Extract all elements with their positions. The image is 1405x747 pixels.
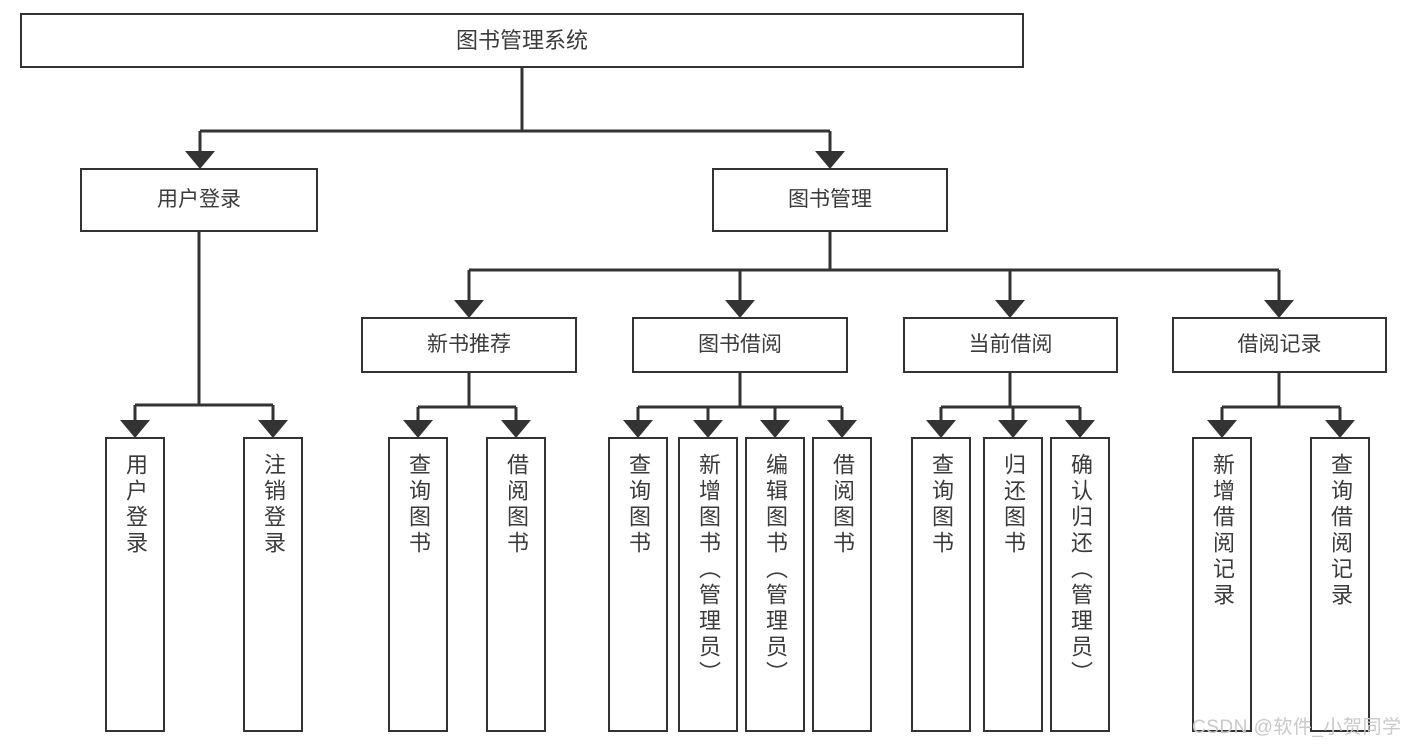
node-label: 查询图书 — [929, 453, 954, 557]
node-level1-user-login[interactable]: 用户登录 — [80, 168, 318, 232]
node-leaf-query-book-borrow[interactable]: 查询图书 — [608, 437, 668, 732]
node-level2-book-borrow[interactable]: 图书借阅 — [632, 317, 848, 373]
node-leaf-query-book-current[interactable]: 查询图书 — [911, 437, 971, 732]
node-label: 图书借阅 — [698, 332, 782, 356]
node-label: 新增图书（管理员） — [696, 453, 721, 687]
node-label: 新书推荐 — [427, 332, 511, 356]
node-leaf-borrow-book[interactable]: 借阅图书 — [812, 437, 872, 732]
node-label: 用户登录 — [157, 187, 241, 211]
node-leaf-add-borrow-record[interactable]: 新增借阅记录 — [1192, 437, 1252, 732]
node-label: 图书管理系统 — [455, 27, 588, 53]
node-leaf-user-login[interactable]: 用户登录 — [105, 437, 165, 732]
node-label: 用户登录 — [123, 453, 148, 557]
node-label: 借阅图书 — [830, 453, 855, 557]
node-label: 确认归还（管理员） — [1068, 453, 1093, 687]
node-label: 注销登录 — [261, 453, 286, 557]
node-leaf-return-book[interactable]: 归还图书 — [983, 437, 1043, 732]
node-label: 新增借阅记录 — [1210, 453, 1235, 609]
node-label: 查询图书 — [406, 453, 431, 557]
node-label: 图书管理 — [788, 187, 872, 211]
node-label: 借阅记录 — [1237, 332, 1322, 356]
node-label: 当前借阅 — [968, 332, 1053, 356]
node-label: 查询借阅记录 — [1328, 453, 1353, 609]
node-label: 借阅图书 — [504, 453, 529, 557]
node-leaf-confirm-return-admin[interactable]: 确认归还（管理员） — [1050, 437, 1110, 732]
node-label: 归还图书 — [1001, 453, 1026, 557]
node-leaf-logout[interactable]: 注销登录 — [243, 437, 303, 732]
node-leaf-query-book-recommend[interactable]: 查询图书 — [388, 437, 448, 732]
csdn-watermark: CSDN @软件_小贺同学 — [1192, 717, 1402, 738]
node-level1-book-management[interactable]: 图书管理 — [712, 168, 948, 232]
node-leaf-borrow-book-recommend[interactable]: 借阅图书 — [486, 437, 546, 732]
node-leaf-add-book-admin[interactable]: 新增图书（管理员） — [678, 437, 738, 732]
node-label: 查询图书 — [626, 453, 651, 557]
node-level2-current-borrow[interactable]: 当前借阅 — [903, 317, 1118, 373]
node-leaf-query-borrow-record[interactable]: 查询借阅记录 — [1310, 437, 1370, 732]
node-level2-borrow-record[interactable]: 借阅记录 — [1172, 317, 1387, 373]
node-level2-new-book-recommend[interactable]: 新书推荐 — [361, 317, 577, 373]
node-leaf-edit-book-admin[interactable]: 编辑图书（管理员） — [745, 437, 805, 732]
node-label: 编辑图书（管理员） — [763, 453, 788, 687]
node-root[interactable]: 图书管理系统 — [20, 13, 1024, 68]
